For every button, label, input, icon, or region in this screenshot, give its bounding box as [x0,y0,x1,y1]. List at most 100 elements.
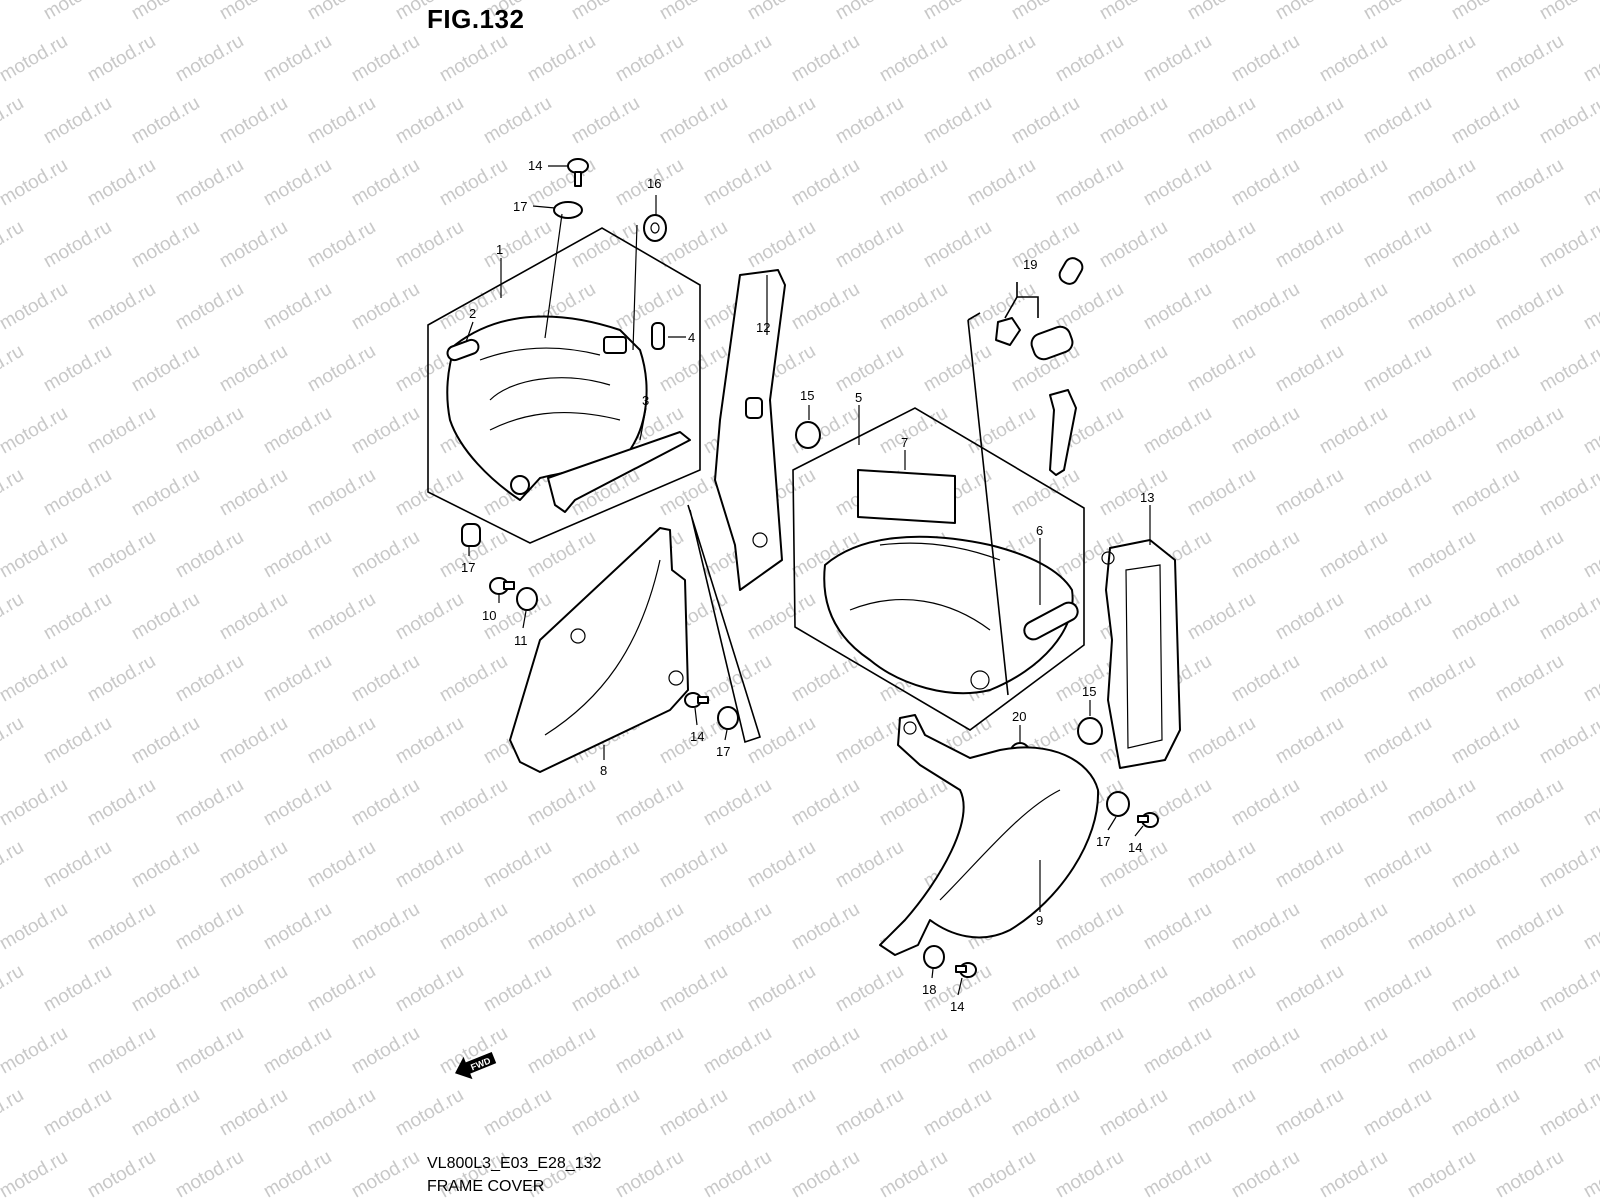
watermark-text: motod.ru [1536,713,1600,769]
watermark-text: motod.ru [348,1023,423,1079]
watermark-text: motod.ru [1448,465,1523,521]
part-bolt-14-lower-left[interactable] [684,692,709,708]
watermark-text: motod.ru [1052,155,1127,211]
watermark-text: motod.ru [260,651,335,707]
watermark-text: motod.ru [392,837,467,893]
watermark-text: motod.ru [128,961,203,1017]
watermark-text: motod.ru [0,31,71,87]
watermark-text: motod.ru [700,899,775,955]
callout-label: 20 [1012,709,1026,724]
watermark-text: motod.ru [1448,837,1523,893]
part-label-7[interactable] [857,469,956,524]
watermark-text: motod.ru [1140,279,1215,335]
watermark-text: motod.ru [612,1023,687,1079]
watermark-text: motod.ru [304,465,379,521]
watermark-text: motod.ru [1580,527,1600,583]
callout-label: 14 [690,729,704,744]
watermark-text: motod.ru [1140,899,1215,955]
watermark-text: motod.ru [1404,31,1479,87]
part-screw-14-top[interactable] [567,158,589,187]
part-grommet-17-right[interactable] [1106,791,1130,817]
part-bracket-12[interactable] [714,269,786,591]
part-emblem-2[interactable] [446,338,481,362]
part-bracket-13[interactable] [1101,539,1181,769]
watermark-text: motod.ru [216,961,291,1017]
watermark-text: motod.ru [744,93,819,149]
watermark-text: motod.ru [0,837,27,893]
watermark-text: motod.ru [1228,31,1303,87]
watermark-text: motod.ru [0,1023,71,1079]
callout-label: 14 [528,158,542,173]
watermark-text: motod.ru [1272,589,1347,645]
watermark-text: motod.ru [1272,341,1347,397]
watermark-text: motod.ru [1228,899,1303,955]
watermark-text: motod.ru [1448,589,1523,645]
part-lower-right-cover-9[interactable] [879,714,1100,956]
part-bolt-10[interactable] [489,577,515,595]
assembly-bracket-left [427,227,701,544]
part-bolt-14-bottom[interactable] [955,962,977,978]
part-right-upper-cover-5[interactable] [823,535,1074,695]
watermark-text: motod.ru [1096,465,1171,521]
watermark-text: motod.ru [1316,1147,1391,1200]
part-emblem-6[interactable] [1021,599,1081,642]
part-lower-left-cover-8[interactable] [509,527,689,773]
watermark-text: motod.ru [0,589,27,645]
watermark-text: motod.ru [1580,651,1600,707]
watermark-text: motod.ru [348,651,423,707]
watermark-text: motod.ru [1492,775,1567,831]
watermark-text: motod.ru [920,1085,995,1141]
watermark-text: motod.ru [84,403,159,459]
watermark-text: motod.ru [832,837,907,893]
watermark-text: motod.ru [128,465,203,521]
part-grommet-17-left[interactable] [461,523,481,547]
watermark-text: motod.ru [0,1147,71,1200]
watermark-text: motod.ru [744,217,819,273]
watermark-text: motod.ru [1140,31,1215,87]
watermark-text: motod.ru [260,899,335,955]
watermark-text: motod.ru [304,589,379,645]
part-pin-4[interactable] [651,322,665,350]
watermark-text: motod.ru [1316,899,1391,955]
watermark-text: motod.ru [832,341,907,397]
watermark-text: motod.ru [788,899,863,955]
watermark-text: motod.ru [0,279,71,335]
watermark-text: motod.ru [1316,1023,1391,1079]
watermark-text: motod.ru [612,279,687,335]
watermark-text: motod.ru [1404,1147,1479,1200]
watermark-text: motod.ru [172,155,247,211]
part-bolt-14-right[interactable] [1137,812,1159,828]
watermark-text: motod.ru [1272,1085,1347,1141]
part-grommet-11[interactable] [516,587,538,611]
watermark-text: motod.ru [40,713,115,769]
watermark-text: motod.ru [1404,527,1479,583]
part-key-lock-19[interactable] [995,255,1085,476]
watermark-text: motod.ru [216,341,291,397]
part-grommet-15-right[interactable] [1077,717,1103,745]
part-strip-3[interactable] [547,431,691,513]
watermark-text: motod.ru [1448,341,1523,397]
watermark-text: motod.ru [656,837,731,893]
watermark-text: motod.ru [1096,217,1171,273]
watermark-text: motod.ru [1272,93,1347,149]
watermark-text: motod.ru [656,341,731,397]
watermark-text: motod.ru [0,651,71,707]
callout-label: 7 [901,435,908,450]
watermark-text: motod.ru [216,713,291,769]
part-grommet-15-left[interactable] [795,421,821,449]
part-grommet-17-lower-left[interactable] [717,706,739,730]
watermark-text: motod.ru [876,775,951,831]
watermark-text: motod.ru [788,1147,863,1200]
watermark-text: motod.ru [40,217,115,273]
watermark-text: motod.ru [216,837,291,893]
watermark-text: motod.ru [84,651,159,707]
part-grommet-17-top[interactable] [553,201,583,219]
part-left-upper-cover[interactable] [446,315,648,501]
watermark-text: motod.ru [1360,837,1435,893]
part-grommet-18[interactable] [923,945,945,969]
watermark-text: motod.ru [304,837,379,893]
watermark-text: motod.ru [1580,1147,1600,1200]
watermark-text: motod.ru [1448,961,1523,1017]
watermark-text: motod.ru [700,1023,775,1079]
part-grommet-16[interactable] [643,214,667,242]
